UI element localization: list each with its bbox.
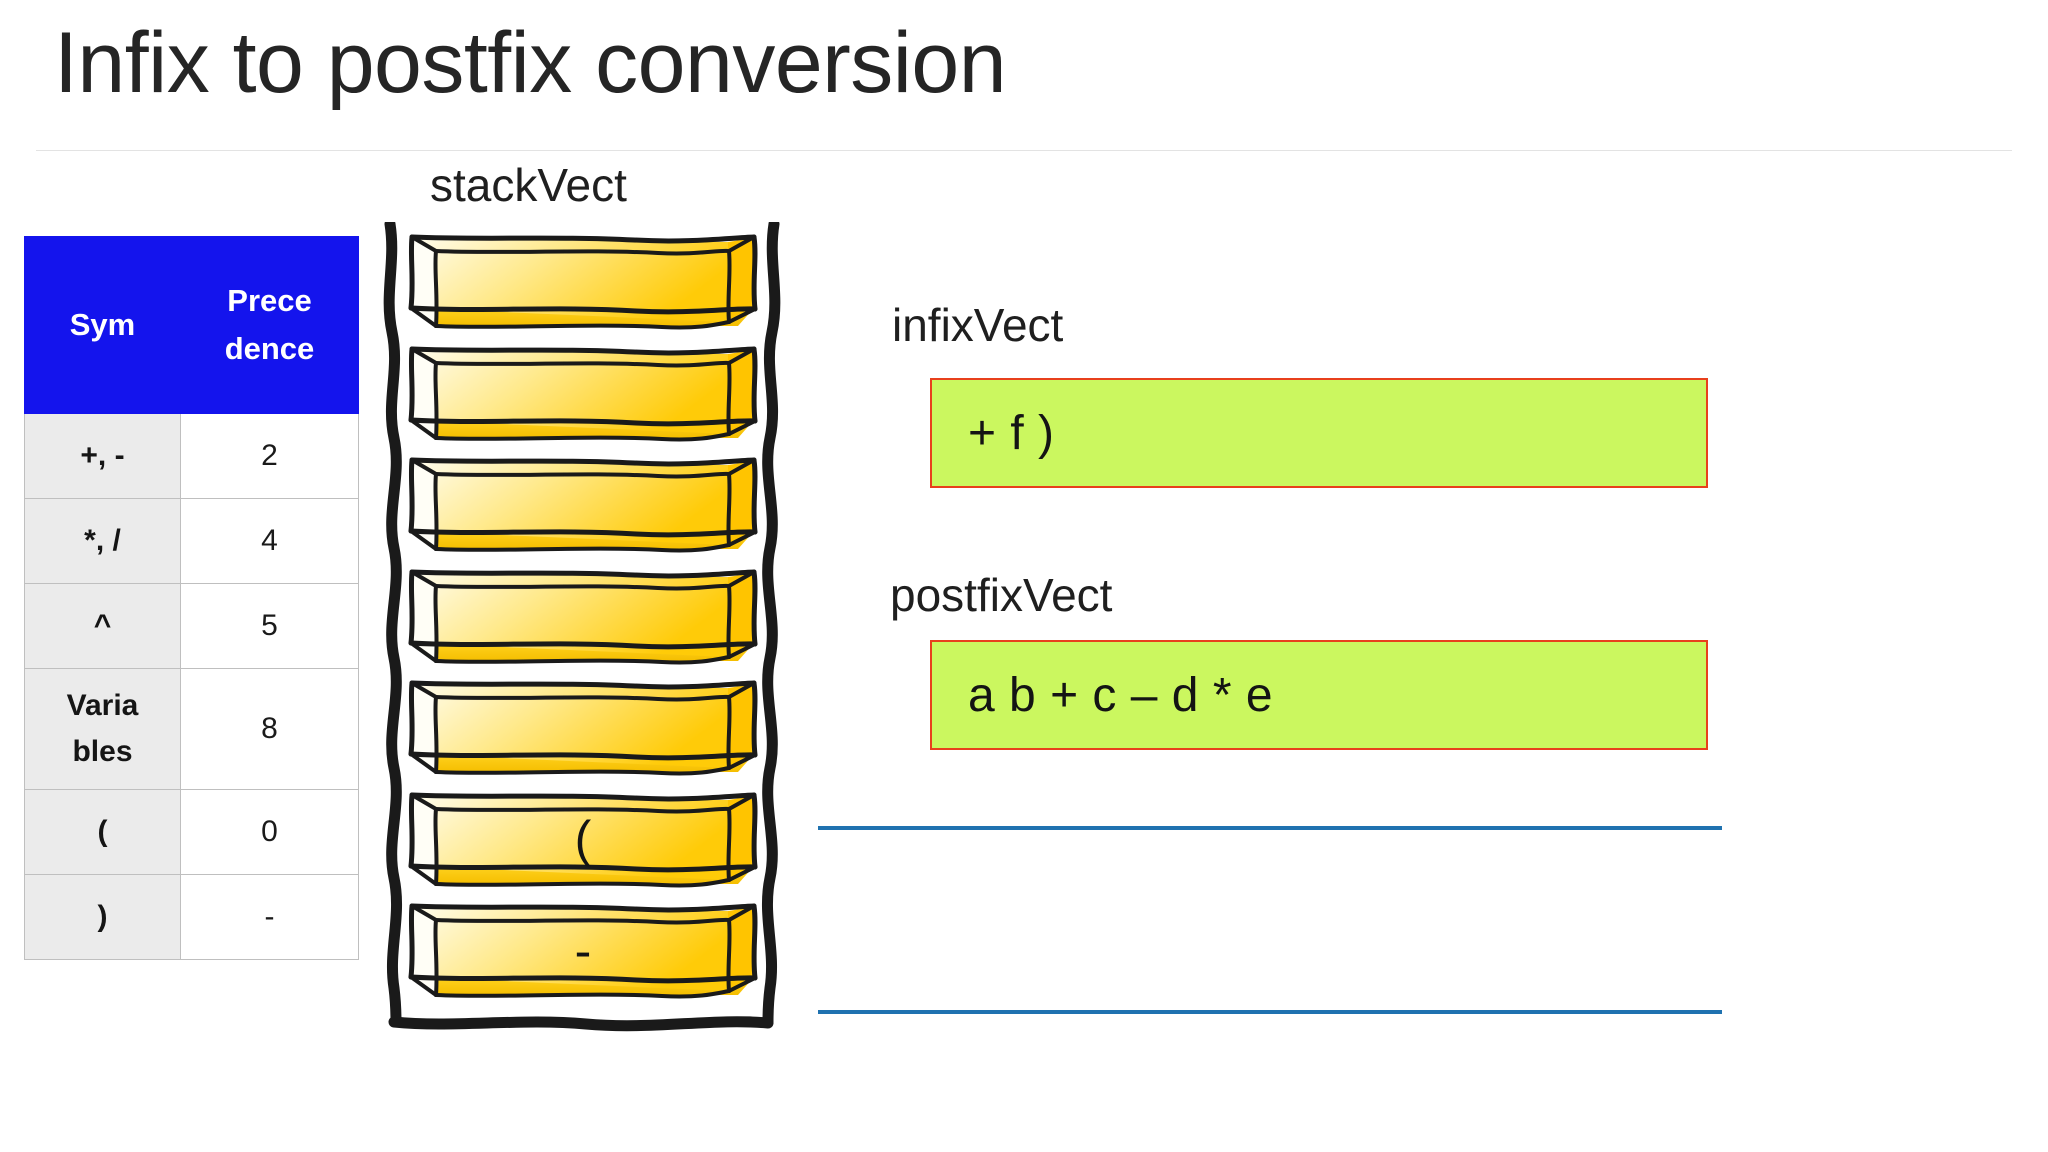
table-cell-precedence: 5 [180, 583, 359, 669]
stack-cell-shape [408, 569, 758, 664]
table-cell-symbol: ^ [24, 583, 181, 669]
stack-cell [408, 346, 758, 447]
postfix-vect-label: postfixVect [890, 569, 1113, 621]
table-cell-precedence: 0 [180, 789, 359, 875]
stack-vect-label: stackVect [430, 159, 627, 211]
table-cell-symbol-line: bles [72, 735, 133, 768]
stack-cell-shape [408, 234, 758, 330]
title-divider [36, 150, 2012, 151]
stack-cell-value: ( [574, 811, 592, 867]
stack-cell-shape [408, 792, 758, 887]
stack-cell [408, 234, 758, 335]
stack-vect-container: (- [372, 222, 792, 1032]
column-header-precedence: Prece dence [180, 236, 359, 414]
table-header-row: Sym Prece dence [24, 236, 359, 414]
table-cell-symbol: +, - [24, 413, 181, 499]
table-cell-symbol-line: ) [97, 899, 108, 933]
table-cell-precedence: - [180, 874, 359, 960]
infix-vect-label: infixVect [892, 299, 1064, 351]
table-cell-symbol-line: ( [97, 814, 108, 848]
stack-cell-shape [408, 457, 758, 553]
table-cell-symbol-line: Varia [66, 688, 139, 722]
stack-cell [408, 457, 758, 558]
stack-cell-value [408, 457, 758, 558]
stack-cell-shape [408, 680, 758, 776]
table-cell-symbol: ) [24, 874, 181, 960]
table-cell-precedence: 8 [180, 668, 359, 790]
table-cell-symbol-line: *, / [84, 523, 121, 557]
infix-vect-box: + f ) [930, 378, 1708, 488]
table-row: +, - 2 [24, 413, 359, 499]
table-cell-symbol: *, / [24, 498, 181, 584]
table-row: )- [24, 874, 359, 960]
postfix-vect-box: a b + c – d * e [930, 640, 1708, 750]
table-cell-precedence: 4 [180, 498, 359, 584]
page-title: Infix to postfix conversion [54, 15, 1007, 111]
stack-cell [408, 680, 758, 781]
column-header-sym: Sym [24, 236, 181, 414]
table-row: Varia bles 8 [24, 668, 359, 790]
stack-cell: - [408, 903, 758, 1004]
table-cell-precedence: 2 [180, 413, 359, 499]
table-cell-symbol-line: ^ [93, 608, 112, 642]
table-cell-symbol: ( [24, 789, 181, 875]
stack-cell-shape [408, 346, 758, 441]
accent-rule-bottom [818, 1010, 1722, 1014]
stack-cell-value [408, 569, 758, 670]
stack-cell [408, 569, 758, 670]
stack-cell-value [408, 680, 758, 781]
accent-rule-top [818, 826, 1722, 830]
stack-cell-list: (- [408, 234, 758, 1004]
table-cell-symbol-line: +, - [80, 438, 125, 472]
table-cell-symbol: Varia bles [24, 668, 181, 790]
stack-cell-value [408, 234, 758, 335]
stack-cell-value: - [574, 922, 592, 979]
stack-cell-value [408, 346, 758, 447]
table-row: *, / 4 [24, 498, 359, 584]
stack-cell: ( [408, 792, 758, 893]
table-row: (0 [24, 789, 359, 875]
stack-cell-shape [408, 903, 758, 999]
table-row: ^5 [24, 583, 359, 669]
